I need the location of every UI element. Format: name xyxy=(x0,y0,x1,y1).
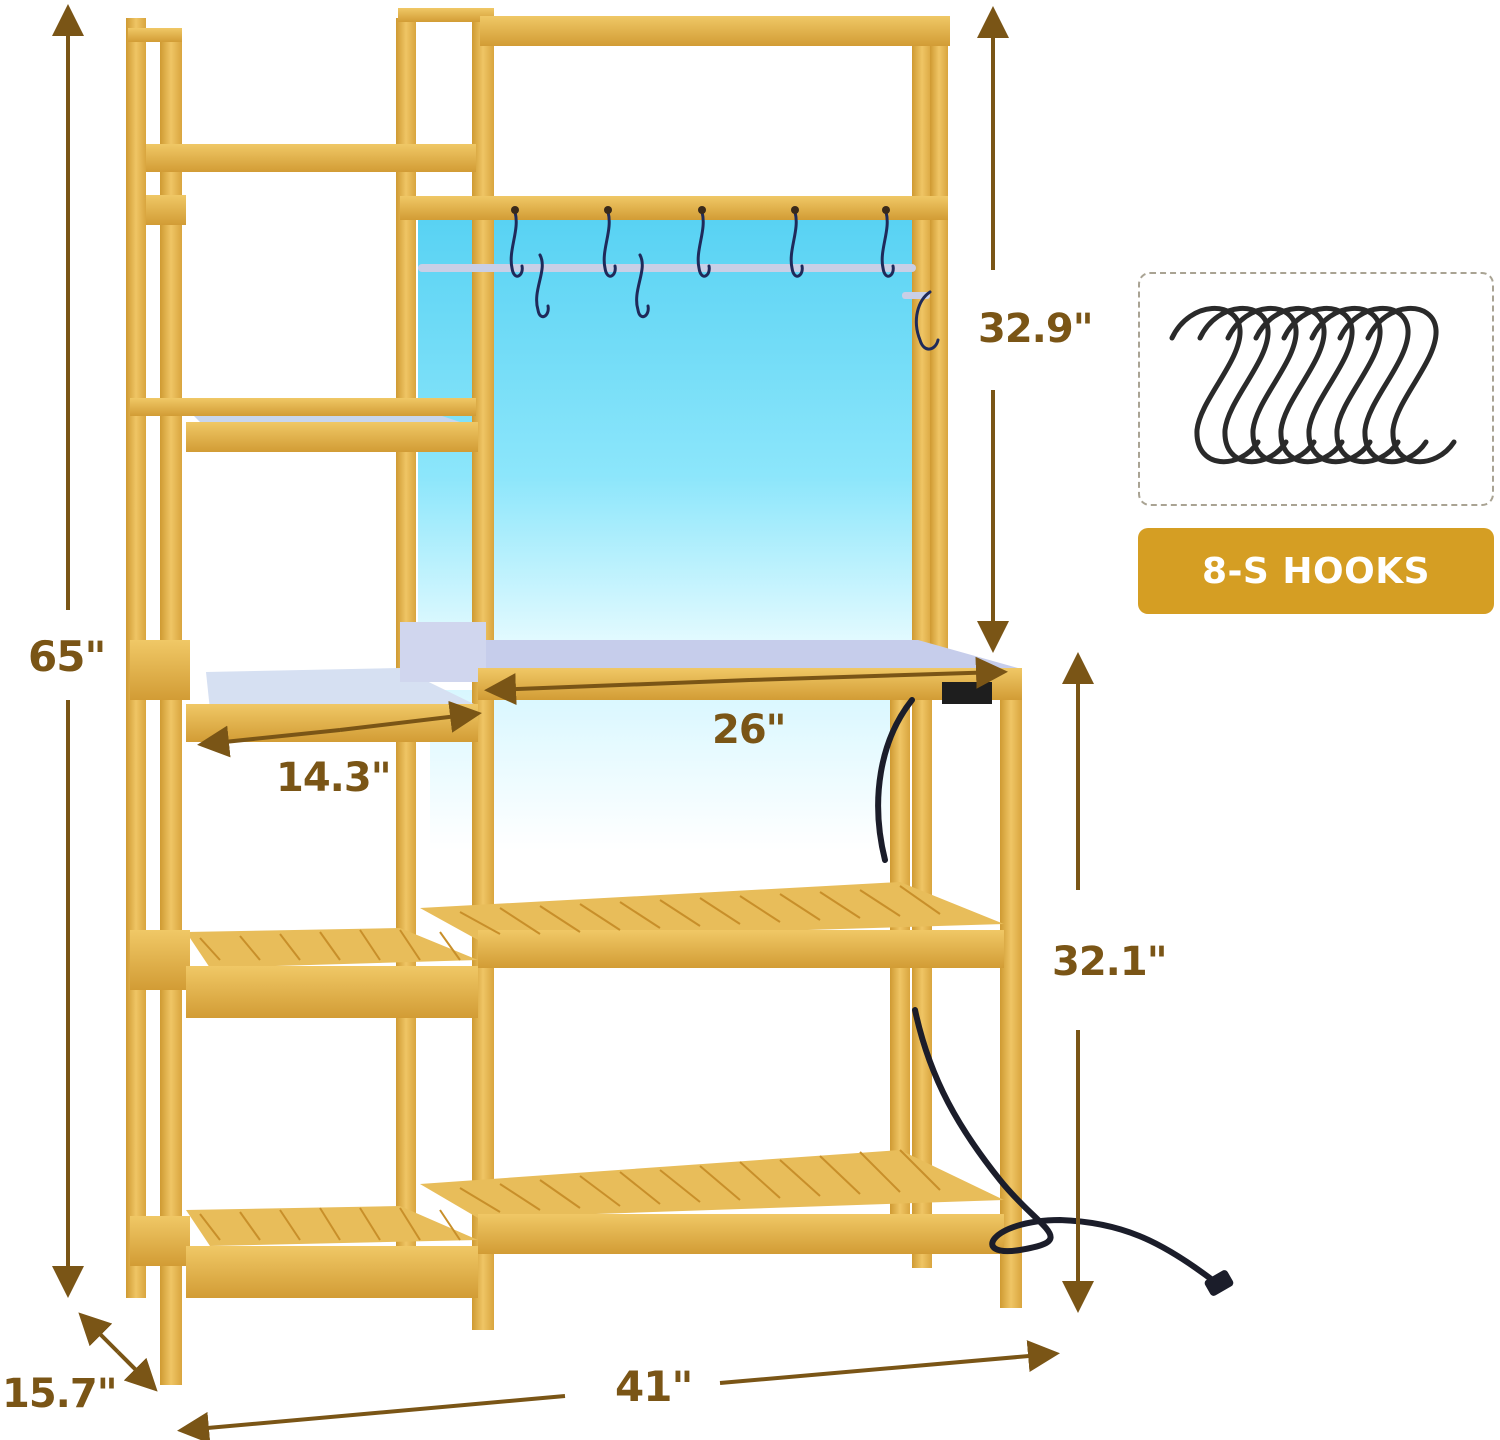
right-front-post xyxy=(1000,668,1022,1308)
depth-label: 15.7" xyxy=(2,1371,118,1417)
hanging-s-hooks xyxy=(509,210,940,351)
total-width-label: 41" xyxy=(615,1362,693,1411)
main-shelf-bottom xyxy=(420,1150,1004,1254)
total-width-arrow-right xyxy=(719,1340,1060,1385)
depth-arrow-down xyxy=(116,1350,158,1392)
main-width-arrow-right xyxy=(749,656,1008,689)
left-top-rail xyxy=(146,144,476,172)
hanging-rod xyxy=(418,264,916,272)
side-shelf-width-label: 14.3" xyxy=(276,755,392,801)
side-width-arrow-right xyxy=(339,700,482,733)
left-front-post xyxy=(160,40,182,1385)
power-outlet xyxy=(942,682,992,704)
dimension-arrows xyxy=(52,4,1094,1440)
total-width-arrow-left xyxy=(177,1394,566,1440)
s-hooks-illustration xyxy=(1169,305,1457,465)
main-shelf-width-label: 26" xyxy=(712,707,787,753)
desktop-shelf xyxy=(400,622,1022,704)
total-height-label: 65" xyxy=(28,632,106,681)
left-shelf-bottom xyxy=(130,1206,478,1298)
lower-height-label: 32.1" xyxy=(1052,939,1168,985)
depth-arrow-up xyxy=(78,1312,120,1354)
power-cord xyxy=(875,697,1218,1285)
left-shelf-lower xyxy=(130,928,478,1018)
top-rail xyxy=(480,16,950,46)
side-width-arrow-left xyxy=(197,725,341,758)
main-width-arrow-left xyxy=(484,673,751,706)
power-plug xyxy=(1204,1270,1234,1296)
hooks-inset-frame xyxy=(1138,272,1494,506)
hooks-badge: 8-S HOOKS xyxy=(1138,528,1494,614)
main-shelf-middle xyxy=(420,882,1004,968)
hutch-height-label: 32.9" xyxy=(978,306,1094,352)
led-back-panel xyxy=(418,218,918,648)
hook-rail xyxy=(400,196,948,220)
left-shelf-middle xyxy=(130,640,478,742)
left-shelf-upper xyxy=(130,398,478,452)
led-glow-lower xyxy=(430,690,900,850)
